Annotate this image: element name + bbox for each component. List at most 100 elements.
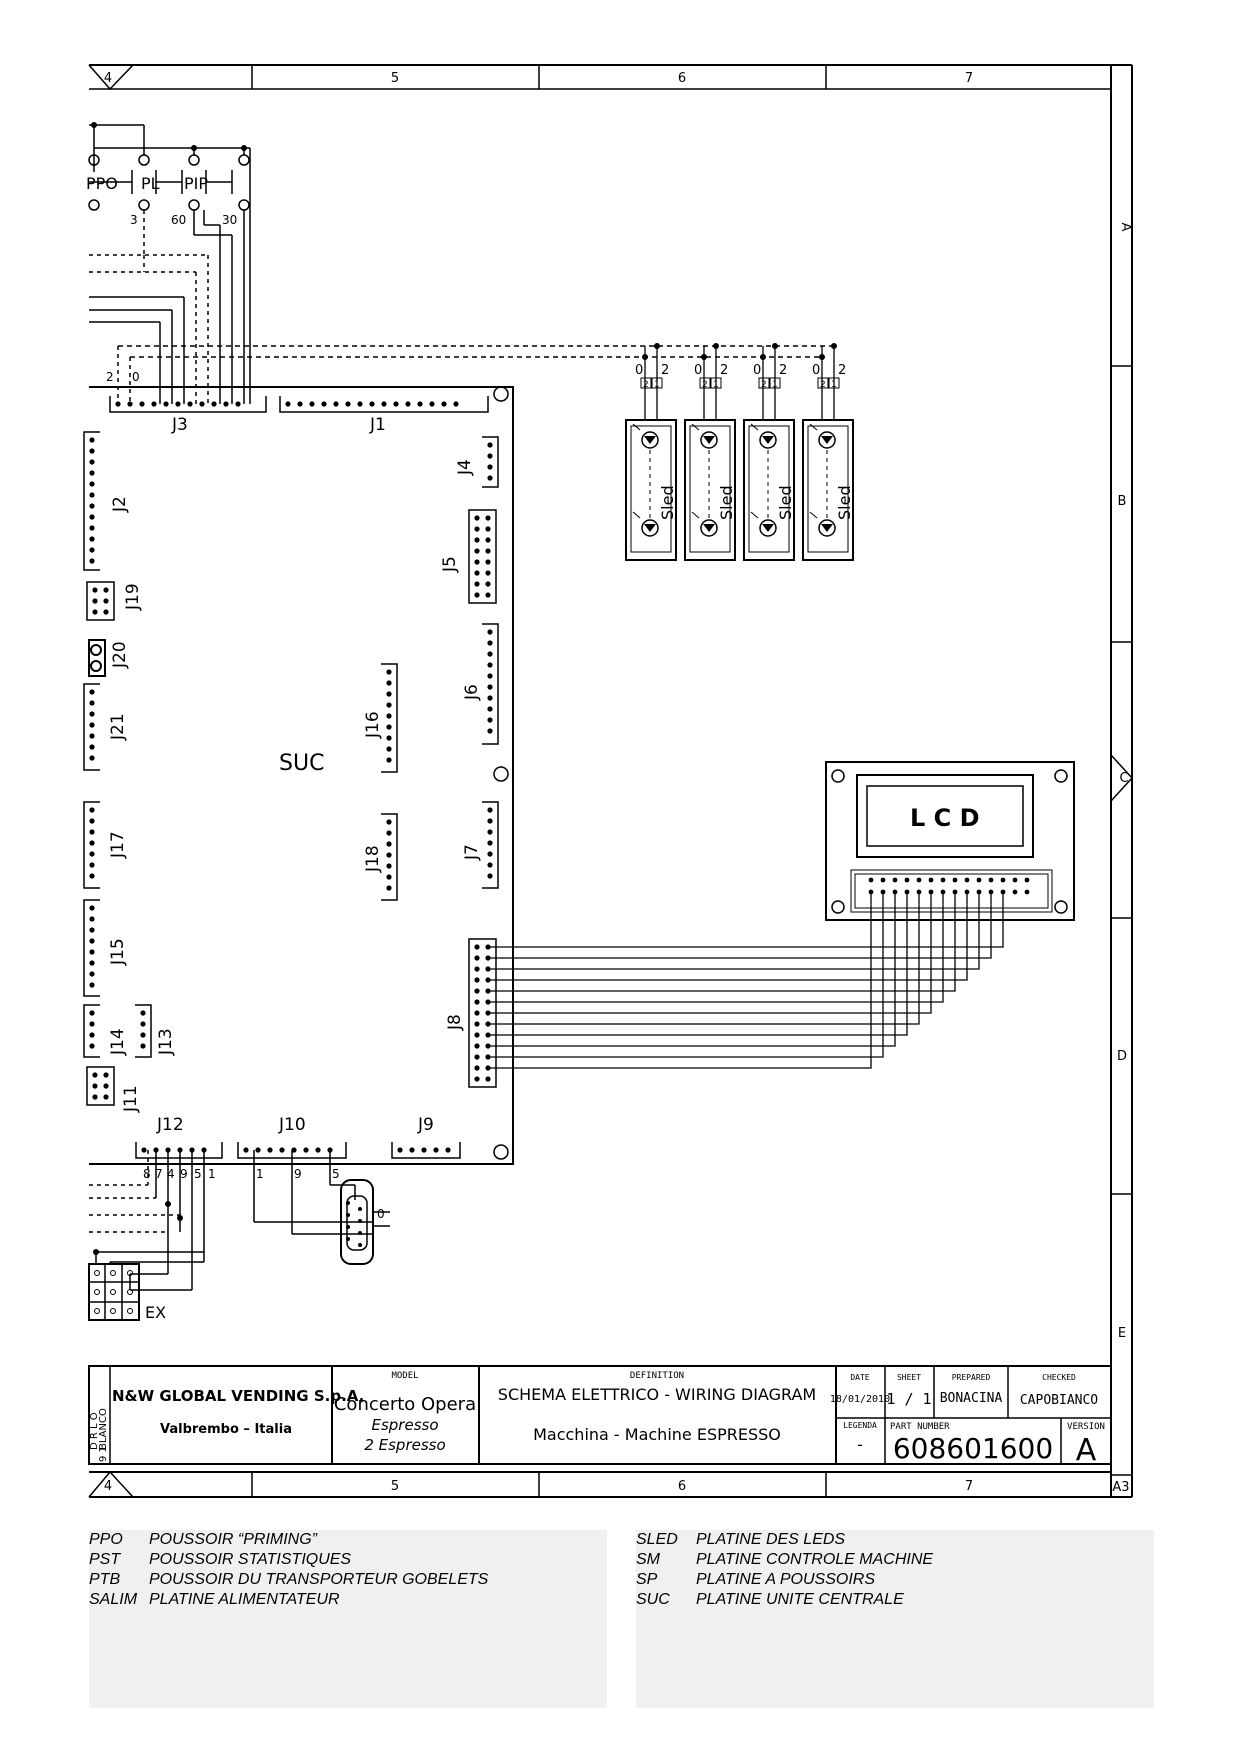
led-icon xyxy=(762,524,774,532)
legend-row: SP PLATINE A POUSSOIRS xyxy=(636,1570,1154,1590)
sled-junction xyxy=(701,354,707,360)
j12-pin-1: 1 xyxy=(208,1167,216,1181)
led-icon xyxy=(762,436,774,444)
sled-label: Sled xyxy=(717,485,736,520)
connector-pin xyxy=(357,401,363,407)
connector-pin xyxy=(487,695,493,701)
connector-pin xyxy=(199,401,205,407)
connector-pin xyxy=(487,651,493,657)
j12-pin-5: 5 xyxy=(194,1167,202,1181)
legend-code: PPO xyxy=(89,1531,123,1548)
sled-box-a: 2 xyxy=(643,380,649,390)
connector-pin xyxy=(315,1147,321,1153)
connector-pin xyxy=(381,401,387,407)
led-icon xyxy=(818,431,836,449)
sled-junction xyxy=(642,354,648,360)
connector-pin xyxy=(141,1147,147,1153)
sled-board-inner xyxy=(807,425,849,553)
connector-pin xyxy=(89,873,95,879)
definition-line-1: SCHEMA ELETTRICO - WIRING DIAGRAM xyxy=(498,1385,816,1404)
connector-pin xyxy=(89,470,95,476)
connector-pin xyxy=(89,503,95,509)
connector-pin xyxy=(267,1147,273,1153)
legenda-caption: LEGENDA xyxy=(843,1421,877,1430)
connector-pin xyxy=(474,515,480,521)
connector-pin xyxy=(309,401,315,407)
lcd-pin xyxy=(1000,889,1006,895)
connector-pin xyxy=(140,1010,146,1016)
sled-pin-b: 2 xyxy=(720,363,728,378)
connector-pin xyxy=(485,592,491,598)
lcd-pin xyxy=(892,889,898,895)
company-location: Valbrembo – Italia xyxy=(160,1422,292,1437)
sled-junction xyxy=(772,343,778,349)
connector-j13: J13 xyxy=(156,1028,176,1056)
zone-col-5-bottom: 5 xyxy=(391,1479,399,1494)
sled-pin-box xyxy=(699,377,711,389)
connector-pin xyxy=(386,830,392,836)
legend-text: PLATINE A POUSSOIRS xyxy=(696,1571,876,1588)
connector-pin xyxy=(487,629,493,635)
pin-label-0: 0 xyxy=(132,370,140,384)
version-value: A xyxy=(1076,1433,1097,1468)
led-icon xyxy=(700,431,718,449)
date-value: 18/01/2010 xyxy=(830,1394,890,1405)
connector-pin xyxy=(487,873,493,879)
connector-pin xyxy=(487,862,493,868)
connector-pin xyxy=(297,401,303,407)
led-icon xyxy=(759,431,777,449)
connector-pin xyxy=(485,548,491,554)
sled-pin-box xyxy=(769,377,781,389)
connector-pin xyxy=(485,570,491,576)
sled-pin-box xyxy=(758,377,770,389)
connector-pin xyxy=(89,927,95,933)
connector-pin xyxy=(386,735,392,741)
connector-pin xyxy=(485,526,491,532)
connector-pin xyxy=(386,885,392,891)
lcd-pin xyxy=(976,877,982,883)
connector-outline xyxy=(482,801,499,889)
led-ray-icon xyxy=(632,511,641,519)
sled-pin-b: 2 xyxy=(661,363,669,378)
connector-pin xyxy=(89,1043,95,1049)
lcd-wiring xyxy=(488,877,1030,1069)
j10-pin-5: 5 xyxy=(332,1167,340,1181)
switch-label-pip: PIP xyxy=(184,174,208,193)
lcd-wire xyxy=(488,892,968,981)
connector-pin xyxy=(386,724,392,730)
connector-j19: J19 xyxy=(123,583,143,611)
connector-pin xyxy=(235,401,241,407)
lcd-pin xyxy=(880,877,886,883)
sled-pin-box xyxy=(828,377,840,389)
connector-pin xyxy=(485,537,491,543)
company-name: N&W GLOBAL VENDING S.p.A. xyxy=(112,1387,364,1405)
suc-board-label: SUC xyxy=(279,751,324,776)
connector-pin xyxy=(397,1147,403,1153)
led-icon xyxy=(821,524,833,532)
lcd-pin xyxy=(916,877,922,883)
legend-code: PST xyxy=(89,1551,121,1568)
title-block xyxy=(88,1365,1112,1465)
connector-pin xyxy=(474,592,480,598)
connector-pin xyxy=(92,598,98,604)
led-icon xyxy=(821,436,833,444)
connector-pin xyxy=(255,1147,261,1153)
connector-j17: J17 xyxy=(108,831,128,859)
model-variant-2: 2 Espresso xyxy=(364,1436,445,1454)
legend-text: PLATINE ALIMENTATEUR xyxy=(149,1591,340,1608)
connector-pin xyxy=(163,401,169,407)
sled-board xyxy=(802,419,854,561)
connector-pin xyxy=(139,401,145,407)
led-ray-icon xyxy=(691,511,700,519)
lcd-label: L C D xyxy=(910,804,980,832)
legend-panel-right: SLED PLATINE DES LEDS SM PLATINE CONTROL… xyxy=(636,1530,1154,1708)
connector-pin xyxy=(487,475,493,481)
connector-outline xyxy=(109,396,267,413)
legend-text: POUSSOIR STATISTIQUES xyxy=(149,1551,352,1568)
connector-pin xyxy=(89,916,95,922)
connector-pin xyxy=(89,807,95,813)
connector-pin xyxy=(92,1094,98,1100)
lcd-pin xyxy=(964,877,970,883)
lcd-wire xyxy=(488,892,1004,948)
connector-j11: J11 xyxy=(121,1085,141,1113)
